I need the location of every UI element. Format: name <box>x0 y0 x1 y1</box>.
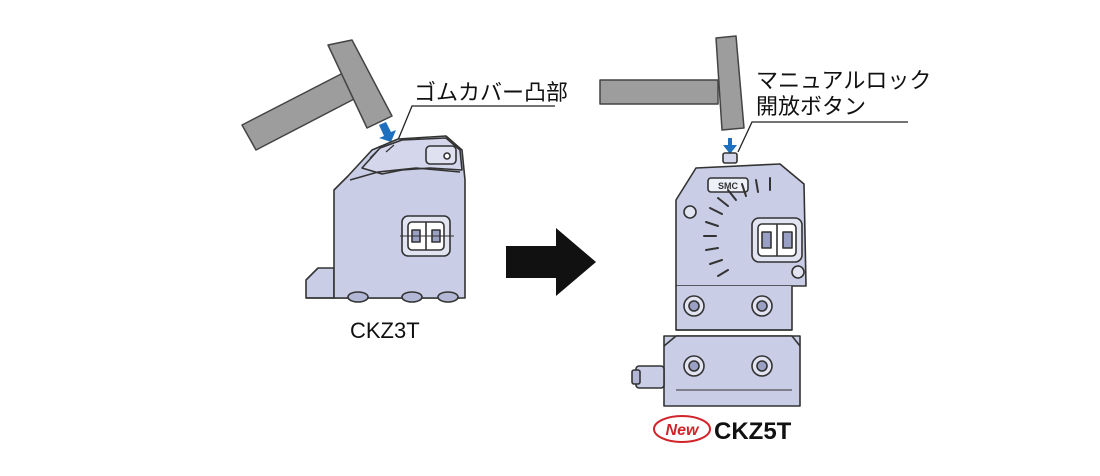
push-arrow-icon <box>379 122 396 142</box>
transition-arrow-icon <box>506 228 596 296</box>
ckz5t-body: SMC <box>631 152 807 407</box>
callout-manual-lock-line1: マニュアルロック <box>756 68 931 93</box>
callout-manual-lock-line2: 開放ボタン <box>756 94 866 119</box>
model-label-ckz5t: CKZ5T <box>714 418 792 445</box>
ckz5t-figure: SMC <box>599 35 931 445</box>
callout-leader-line <box>737 121 908 153</box>
logo-smc: SMC <box>718 181 739 191</box>
callout-leader-line <box>397 105 555 141</box>
new-badge-label: New <box>666 422 700 439</box>
model-label-ckz3t: CKZ3T <box>350 318 420 343</box>
direction-ticks <box>703 177 771 277</box>
new-badge: New <box>653 415 711 443</box>
ckz3t-body <box>305 135 466 303</box>
hammer-icon <box>599 35 745 131</box>
hammer-icon <box>241 39 393 151</box>
push-arrow-icon <box>723 138 737 154</box>
callout-rubber-cover: ゴムカバー凸部 <box>414 80 568 105</box>
ckz3t-figure: ゴムカバー凸部 CKZ3T <box>241 39 568 343</box>
